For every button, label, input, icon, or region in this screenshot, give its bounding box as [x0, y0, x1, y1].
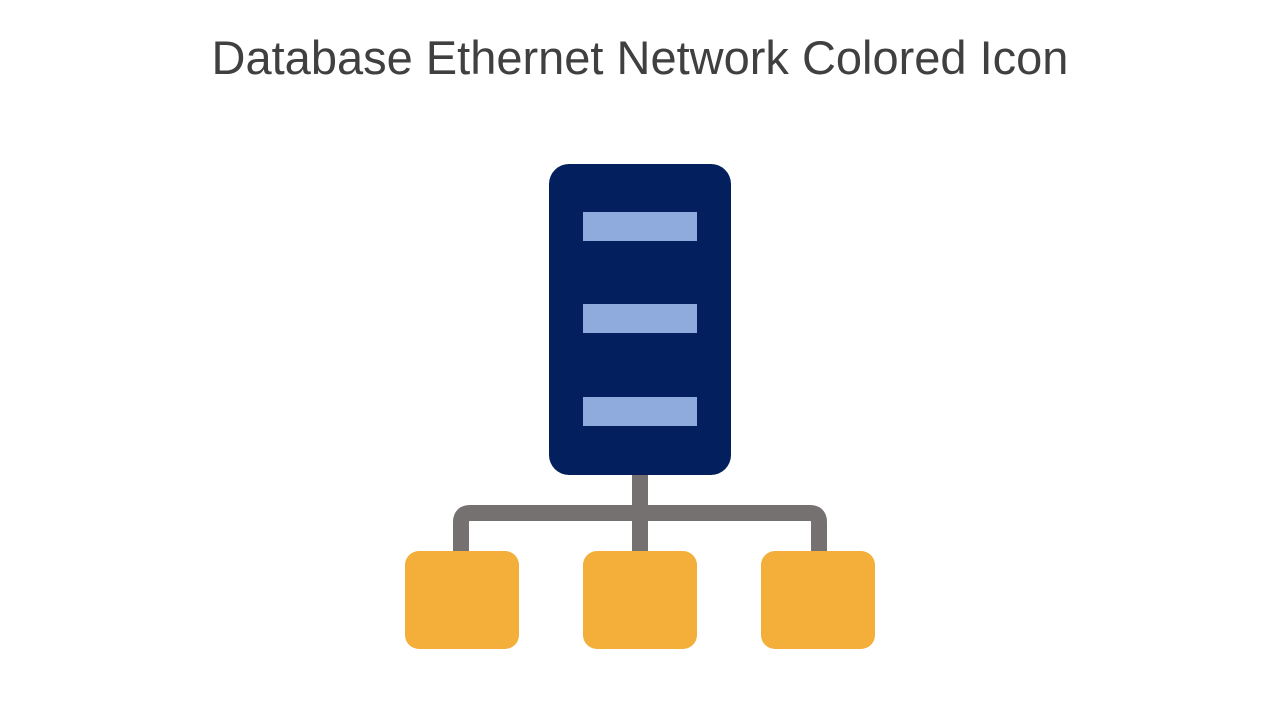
network-node-left — [405, 551, 519, 649]
server-slot — [583, 304, 697, 333]
connector-lines — [453, 472, 827, 553]
network-node-center — [583, 551, 697, 649]
network-nodes — [405, 551, 875, 649]
branch-line — [453, 505, 827, 553]
slide-title: Database Ethernet Network Colored Icon — [211, 31, 1069, 84]
server-icon — [549, 164, 731, 475]
server-slot — [583, 397, 697, 426]
server-slot — [583, 212, 697, 241]
network-node-right — [761, 551, 875, 649]
